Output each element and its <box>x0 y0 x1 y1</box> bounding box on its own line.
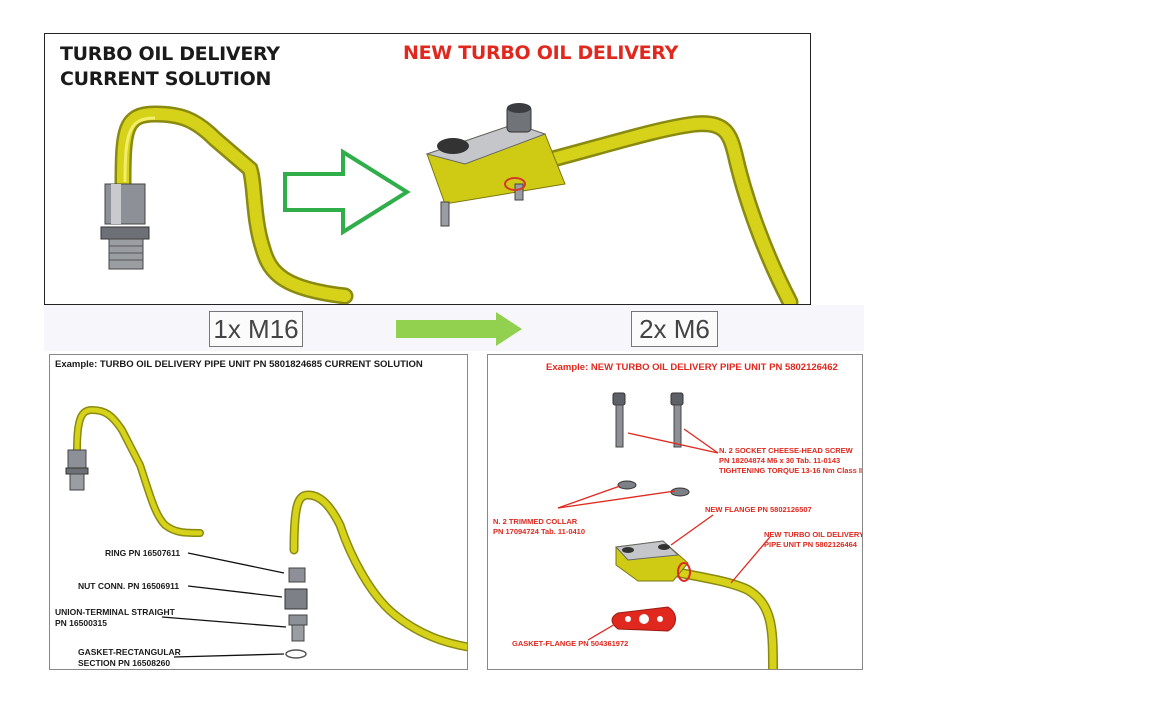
new-solution-title: NEW TURBO OIL DELIVERY <box>403 42 679 64</box>
nut-label: NUT CONN. PN 16506911 <box>78 581 180 591</box>
pipe-unit-label: NEW TURBO OIL DELIVERY PIPE UNIT PN 5802… <box>764 530 863 550</box>
new-leader-lines <box>557 428 771 641</box>
collar-label: N. 2 TRIMMED COLLAR PN 17094724 Tab. 11-… <box>493 517 585 537</box>
current-title-line1: TURBO OIL DELIVERY <box>60 43 280 65</box>
exploded-parts <box>284 567 308 659</box>
gasket-label-line2: SECTION PN 16508260 <box>78 658 171 668</box>
union-label-line1: UNION-TERMINAL STRAIGHT <box>55 607 175 617</box>
current-pipe-render <box>114 105 354 304</box>
gasket-label: GASKET-RECTANGULAR SECTION PN 16508260 <box>78 647 181 669</box>
outline-arrow-icon <box>283 148 411 236</box>
current-exploded-pipe <box>289 490 467 652</box>
new-detail-flange <box>614 540 691 582</box>
collar-label-line1: N. 2 TRIMMED COLLAR <box>493 517 578 526</box>
current-solution-detail-panel: Example: TURBO OIL DELIVERY PIPE UNIT PN… <box>49 354 468 670</box>
pipe-unit-label-line1: NEW TURBO OIL DELIVERY <box>764 530 863 539</box>
current-title-line2: CURRENT SOLUTION <box>60 68 272 90</box>
current-leader-lines <box>161 552 287 658</box>
current-solution-title: TURBO OIL DELIVERY CURRENT SOLUTION <box>60 42 280 92</box>
screw-label-line3: TIGHTENING TORQUE 13-16 Nm Class II <box>719 466 863 475</box>
new-detail-title: Example: NEW TURBO OIL DELIVERY PIPE UNI… <box>546 362 838 373</box>
current-assembled-pipe <box>65 405 204 537</box>
flange-label: NEW FLANGE PN 5802126507 <box>705 505 812 514</box>
gasket-flange-label: GASKET-FLANGE PN 504361972 <box>512 639 629 648</box>
current-detail-title: Example: TURBO OIL DELIVERY PIPE UNIT PN… <box>55 359 423 370</box>
gasket-flange-part <box>611 606 676 632</box>
top-illustration <box>100 103 799 304</box>
union-label: UNION-TERMINAL STRAIGHT PN 16500315 <box>55 607 175 629</box>
new-fastener-count: 2x M6 <box>631 311 718 347</box>
current-fitting-render <box>100 183 150 270</box>
current-detail-illustration <box>65 405 467 659</box>
new-flange-render <box>425 103 566 227</box>
current-fastener-count: 1x M16 <box>209 311 303 347</box>
screw-label-line2: PN 18204874 M6 x 30 Tab. 11-0143 <box>719 456 841 465</box>
socket-screws <box>612 392 684 448</box>
solid-arrow-icon <box>396 312 522 346</box>
union-label-line2: PN 16500315 <box>55 618 107 628</box>
screw-label: N. 2 SOCKET CHEESE-HEAD SCREW PN 1820487… <box>719 446 863 476</box>
new-solution-detail-panel: Example: NEW TURBO OIL DELIVERY PIPE UNI… <box>487 354 863 670</box>
trimmed-collars <box>617 480 690 497</box>
gasket-label-line1: GASKET-RECTANGULAR <box>78 647 181 657</box>
new-detail-illustration <box>557 392 778 669</box>
screw-label-line1: N. 2 SOCKET CHEESE-HEAD SCREW <box>719 446 853 455</box>
ring-label: RING PN 16507611 <box>105 548 181 558</box>
pipe-unit-label-line2: PIPE UNIT PN 5802126464 <box>764 540 857 549</box>
top-comparison-panel: TURBO OIL DELIVERY CURRENT SOLUTION NEW … <box>44 33 811 305</box>
new-pipe-render <box>506 115 799 304</box>
collar-label-line2: PN 17094724 Tab. 11-0410 <box>493 527 586 536</box>
